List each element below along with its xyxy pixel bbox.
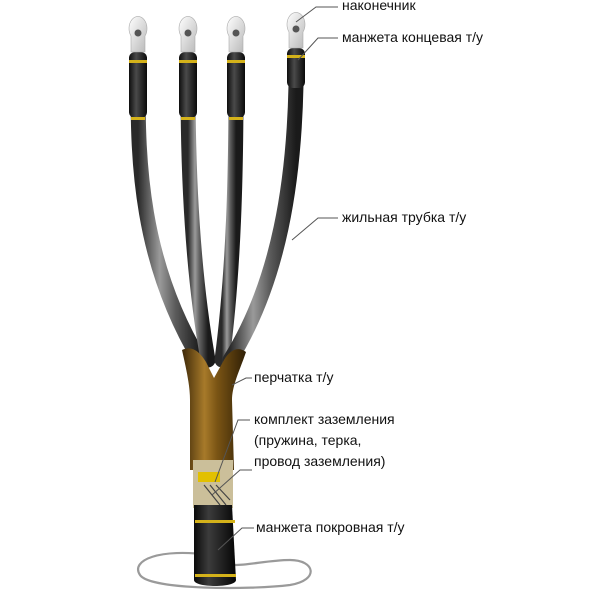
- core-tube-4: [222, 77, 304, 368]
- grounding-kit-label-line3: провод заземления): [254, 453, 386, 469]
- glove: [182, 348, 246, 470]
- leader-lines: [211, 6, 338, 551]
- lug-label: наконечник: [342, 0, 416, 13]
- core-tube-label: жильная трубка т/у: [342, 209, 467, 225]
- lug-icon: [286, 12, 306, 49]
- grounding-kit: [193, 460, 233, 508]
- grounding-kit-label-line2: (пружина, терка,: [254, 432, 362, 448]
- grounding-wire: [137, 551, 312, 590]
- lug-icon: [178, 16, 198, 53]
- grounding-kit-label-line1: комплект заземления: [254, 411, 395, 427]
- lug-icon: [226, 16, 246, 53]
- cover-cuff: [194, 505, 236, 586]
- glove-label: перчатка т/у: [254, 369, 334, 385]
- cover-cuff-label: манжета покровная т/у: [256, 519, 405, 535]
- end-cuffs: [129, 48, 305, 120]
- core-tube-3: [214, 77, 244, 368]
- cable-lugs: [128, 12, 306, 53]
- end-cuff-label: манжета концевая т/у: [342, 29, 484, 45]
- lug-icon: [128, 16, 148, 53]
- core-tube-2: [180, 77, 216, 368]
